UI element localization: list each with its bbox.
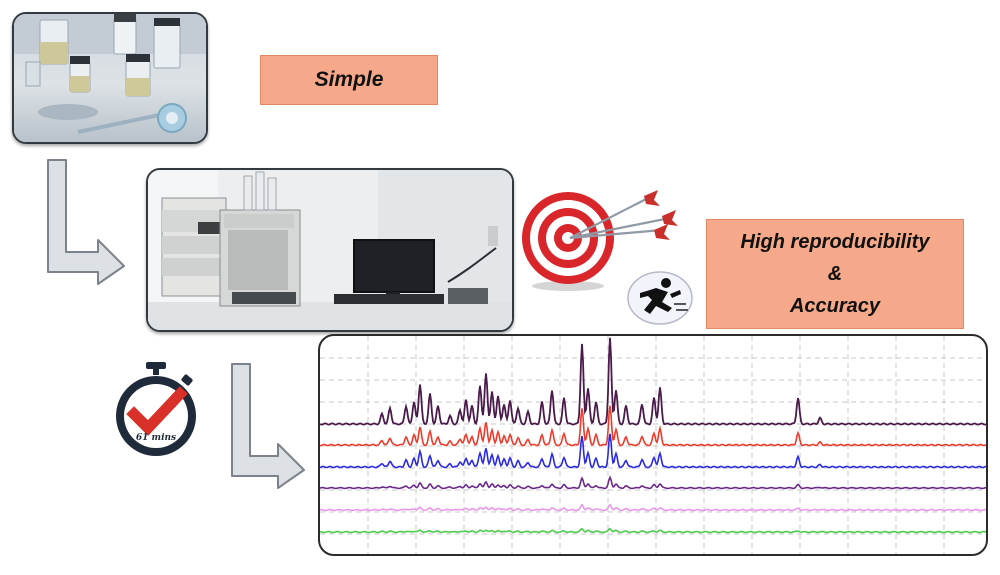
- simple-label: Simple: [314, 68, 384, 91]
- chromatogram-trace: [320, 475, 986, 490]
- chromatogram-trace: [320, 405, 986, 447]
- sample-vials-illustration: [14, 14, 206, 142]
- chromatogram-trace: [320, 337, 986, 426]
- reproducibility-label-line1: High reproducibility: [740, 231, 930, 253]
- reproducibility-label-line3: Accuracy: [789, 295, 881, 317]
- chromatogram-svg: [320, 336, 986, 554]
- stopwatch-icon: 61 mins: [116, 362, 196, 456]
- simple-label-box: Simple: [260, 55, 438, 105]
- target-icon: [522, 190, 678, 291]
- chromatogram-trace: [320, 503, 986, 512]
- flow-arrow-1: [47, 159, 125, 285]
- running-man-icon: [627, 271, 693, 325]
- hplc-instrument-photo: [146, 168, 514, 332]
- flow-arrow-2: [231, 363, 305, 489]
- reproducibility-label-line2: &: [827, 263, 843, 285]
- hplc-illustration: [148, 170, 512, 330]
- timer-text: 61 mins: [136, 433, 176, 443]
- chromatogram-trace: [320, 433, 986, 469]
- sample-vials-photo: [12, 12, 208, 144]
- reproducibility-label-box: High reproducibility & Accuracy: [706, 219, 964, 329]
- chromatogram-trace: [320, 527, 986, 534]
- chromatogram-panel: [318, 334, 988, 556]
